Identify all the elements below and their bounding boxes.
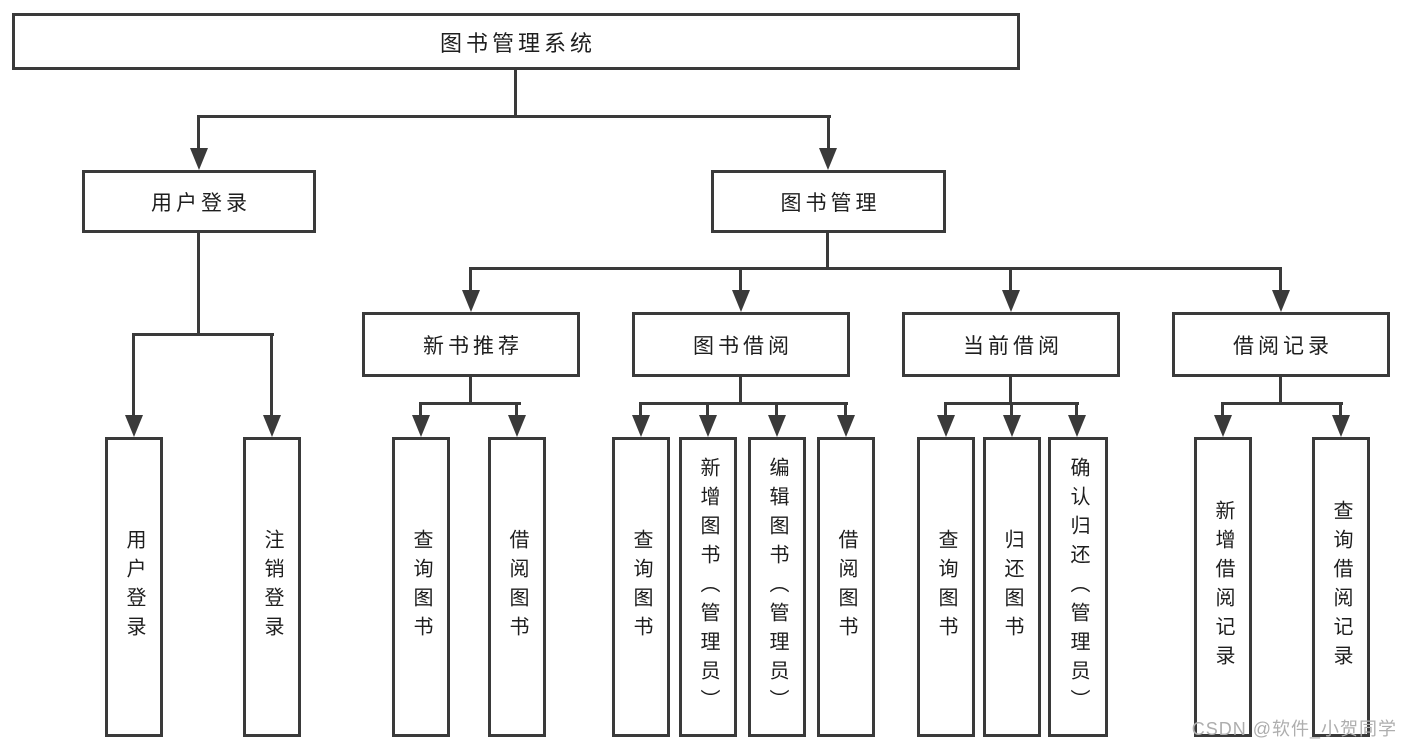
- connector-line-v: [469, 267, 472, 294]
- arrow-down-icon: [837, 415, 855, 437]
- leaf-return-book: 归还图书: [983, 437, 1041, 737]
- arrow-down-icon: [632, 415, 650, 437]
- connector-line-v: [1279, 267, 1282, 294]
- node-borrow-records-label: 借阅记录: [1233, 334, 1333, 358]
- leaf-add-borrow-record-label: 新增借阅记录: [1212, 500, 1234, 674]
- leaf-edit-book-admin-label: 编辑图书（管理员）: [766, 456, 788, 718]
- arrow-down-icon: [819, 148, 837, 170]
- csdn-watermark: CSDN @软件_小贺同学: [1191, 719, 1397, 739]
- leaf-query-books-recommend: 查询图书: [392, 437, 450, 737]
- leaf-return-book-label: 归还图书: [1001, 529, 1023, 645]
- leaf-confirm-return-admin-label: 确认归还（管理员）: [1067, 456, 1089, 718]
- connector-line-h: [132, 333, 274, 336]
- leaf-query-borrow-record-label: 查询借阅记录: [1330, 500, 1352, 674]
- arrow-down-icon: [699, 415, 717, 437]
- arrow-down-icon: [768, 415, 786, 437]
- node-book-borrow: 图书借阅: [632, 312, 850, 377]
- connector-line-v: [1221, 402, 1224, 419]
- connector-line-h: [419, 402, 521, 405]
- connector-line-v: [739, 377, 742, 405]
- arrow-down-icon: [1272, 290, 1290, 312]
- leaf-query-books-borrow-label: 查询图书: [630, 529, 652, 645]
- node-root: 图书管理系统: [12, 13, 1020, 70]
- node-borrow-records: 借阅记录: [1172, 312, 1390, 377]
- arrow-down-icon: [125, 415, 143, 437]
- node-current-borrow: 当前借阅: [902, 312, 1120, 377]
- leaf-add-book-admin-label: 新增图书（管理员）: [697, 456, 719, 718]
- connector-line-v: [270, 333, 273, 419]
- connector-line-v: [197, 233, 200, 335]
- leaf-add-book-admin: 新增图书（管理员）: [679, 437, 737, 737]
- connector-line-v: [515, 402, 518, 419]
- arrow-down-icon: [263, 415, 281, 437]
- leaf-confirm-return-admin: 确认归还（管理员）: [1048, 437, 1108, 737]
- connector-line-v: [844, 402, 847, 419]
- leaf-query-books-recommend-label: 查询图书: [410, 529, 432, 645]
- node-new-book-recommend-label: 新书推荐: [423, 334, 523, 358]
- connector-line-v: [197, 115, 200, 152]
- arrow-down-icon: [1332, 415, 1350, 437]
- connector-line-v: [827, 115, 830, 152]
- leaf-query-books-borrow: 查询图书: [612, 437, 670, 737]
- connector-line-v: [132, 333, 135, 419]
- node-user-login-label: 用户登录: [151, 191, 251, 215]
- connector-line-v: [944, 402, 947, 419]
- connector-line-v: [639, 402, 642, 419]
- arrow-down-icon: [462, 290, 480, 312]
- connector-line-h: [197, 115, 831, 118]
- arrow-down-icon: [1003, 415, 1021, 437]
- leaf-logout-label: 注销登录: [261, 529, 283, 645]
- leaf-user-login-label: 用户登录: [123, 529, 145, 645]
- connector-line-v: [739, 267, 742, 294]
- leaf-logout: 注销登录: [243, 437, 301, 737]
- node-book-borrow-label: 图书借阅: [693, 334, 793, 358]
- connector-line-v: [706, 402, 709, 419]
- node-book-management-label: 图书管理: [780, 191, 881, 215]
- connector-line-v: [1339, 402, 1342, 419]
- connector-line-v: [1279, 377, 1282, 405]
- leaf-add-borrow-record: 新增借阅记录: [1194, 437, 1252, 737]
- node-user-login: 用户登录: [82, 170, 316, 233]
- leaf-query-borrow-record: 查询借阅记录: [1312, 437, 1370, 737]
- arrow-down-icon: [937, 415, 955, 437]
- connector-line-v: [1009, 267, 1012, 294]
- node-current-borrow-label: 当前借阅: [963, 334, 1063, 358]
- node-new-book-recommend: 新书推荐: [362, 312, 580, 377]
- connector-line-h: [1221, 402, 1343, 405]
- connector-line-v: [1009, 377, 1012, 405]
- connector-line-h: [469, 267, 1282, 270]
- leaf-query-books-current: 查询图书: [917, 437, 975, 737]
- connector-line-v: [419, 402, 422, 419]
- connector-line-v: [1010, 402, 1013, 419]
- leaf-query-books-current-label: 查询图书: [935, 529, 957, 645]
- arrow-down-icon: [1068, 415, 1086, 437]
- arrow-down-icon: [732, 290, 750, 312]
- leaf-borrow-books-recommend: 借阅图书: [488, 437, 546, 737]
- node-book-management: 图书管理: [711, 170, 946, 233]
- node-root-label: 图书管理系统: [439, 30, 596, 56]
- leaf-borrow-books-recommend-label: 借阅图书: [506, 529, 528, 645]
- arrow-down-icon: [190, 148, 208, 170]
- connector-line-v: [1075, 402, 1078, 419]
- connector-line-v: [826, 233, 829, 270]
- leaf-borrow-books-borrow-label: 借阅图书: [835, 529, 857, 645]
- arrow-down-icon: [1002, 290, 1020, 312]
- leaf-borrow-books-borrow: 借阅图书: [817, 437, 875, 737]
- connector-line-v: [514, 70, 517, 118]
- arrow-down-icon: [508, 415, 526, 437]
- leaf-edit-book-admin: 编辑图书（管理员）: [748, 437, 806, 737]
- connector-line-v: [469, 377, 472, 405]
- connector-line-v: [775, 402, 778, 419]
- arrow-down-icon: [1214, 415, 1232, 437]
- connector-line-h: [639, 402, 848, 405]
- arrow-down-icon: [412, 415, 430, 437]
- leaf-user-login: 用户登录: [105, 437, 163, 737]
